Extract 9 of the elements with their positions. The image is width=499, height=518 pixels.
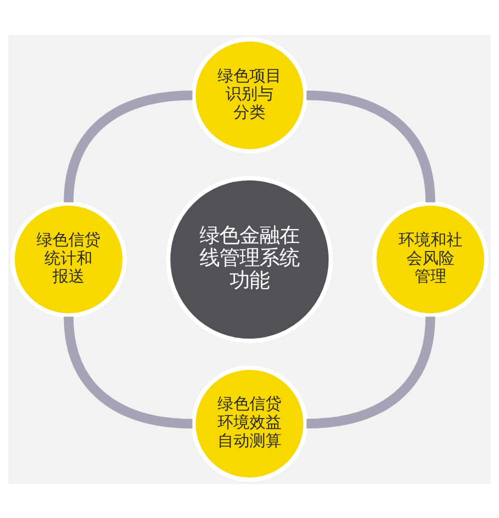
connector [64,90,193,202]
node-circle: 环境和社会风险管理 [372,200,489,318]
node-circle: 绿色金融在线管理系统功能 [166,176,333,342]
node-circle: 绿色项目识别与分类 [191,36,308,153]
node-circle: 绿色信贷环境效益自动测算 [191,365,308,482]
connector [306,90,436,202]
connector [306,316,436,428]
node-circle: 绿色信贷统计和报送 [10,200,127,318]
connector [64,316,193,428]
